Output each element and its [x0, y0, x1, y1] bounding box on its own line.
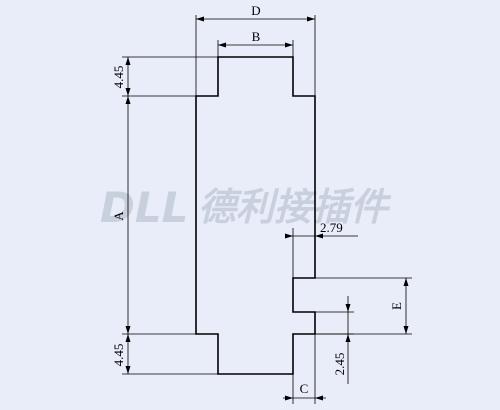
dimension-bottom-step-label: 4.45 — [111, 344, 126, 367]
dimension-e: E — [315, 277, 412, 335]
dimension-slot-offset: 2.79 — [285, 220, 358, 278]
watermark: DLL 德利接插件 — [100, 183, 392, 232]
dimension-slot-offset-label: 2.79 — [320, 220, 343, 235]
dimension-b-label: B — [252, 29, 261, 44]
dimension-a-label: A — [111, 211, 126, 221]
dimension-b: B — [217, 29, 294, 57]
dimension-d: D — [195, 3, 316, 96]
dimension-top-step: 4.45 — [111, 56, 218, 97]
dimension-a: A — [111, 96, 196, 335]
dimension-d-label: D — [251, 3, 260, 18]
dimension-e-label: E — [389, 302, 404, 310]
dimension-top-step-label: 4.45 — [111, 66, 126, 89]
dimension-bottom-step: 4.45 — [111, 334, 218, 375]
watermark-chinese: 德利接插件 — [198, 185, 392, 229]
dimension-slot-depth-label: 2.45 — [332, 353, 347, 376]
dimension-slot-depth: 2.45 — [315, 296, 354, 384]
watermark-latin: DLL — [100, 183, 188, 232]
dimension-c-label: C — [300, 381, 309, 396]
dimension-c: C — [283, 334, 326, 404]
